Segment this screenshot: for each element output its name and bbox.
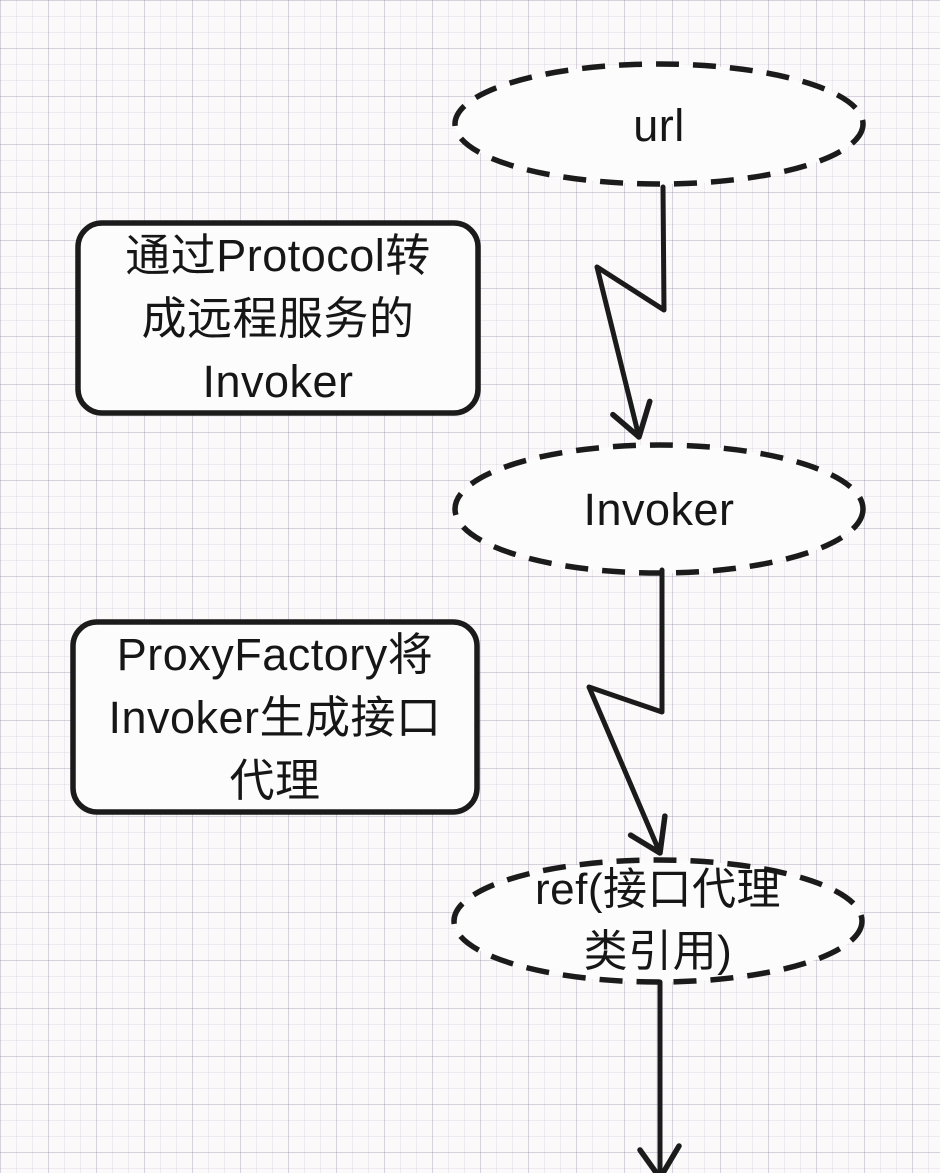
note-protocol-shape (75, 220, 481, 416)
note-protocol-label: 通过Protocol转 成远程服务的 Invoker (125, 229, 431, 407)
url-node-label: url (633, 99, 685, 151)
arrow-url-to-invoker (594, 184, 667, 440)
note-proxyfactory-shape (70, 619, 480, 815)
invoker-node-label: Invoker (583, 483, 735, 535)
invoker-node-shape (452, 442, 866, 576)
note-proxyfactory-label: ProxyFactory将 Invoker生成接口 代理 (108, 628, 442, 806)
arrow-invoker-to-ref (586, 567, 668, 856)
ref-node-label: ref(接口代理 类引用) (535, 865, 781, 976)
url-node-shape (452, 61, 866, 187)
